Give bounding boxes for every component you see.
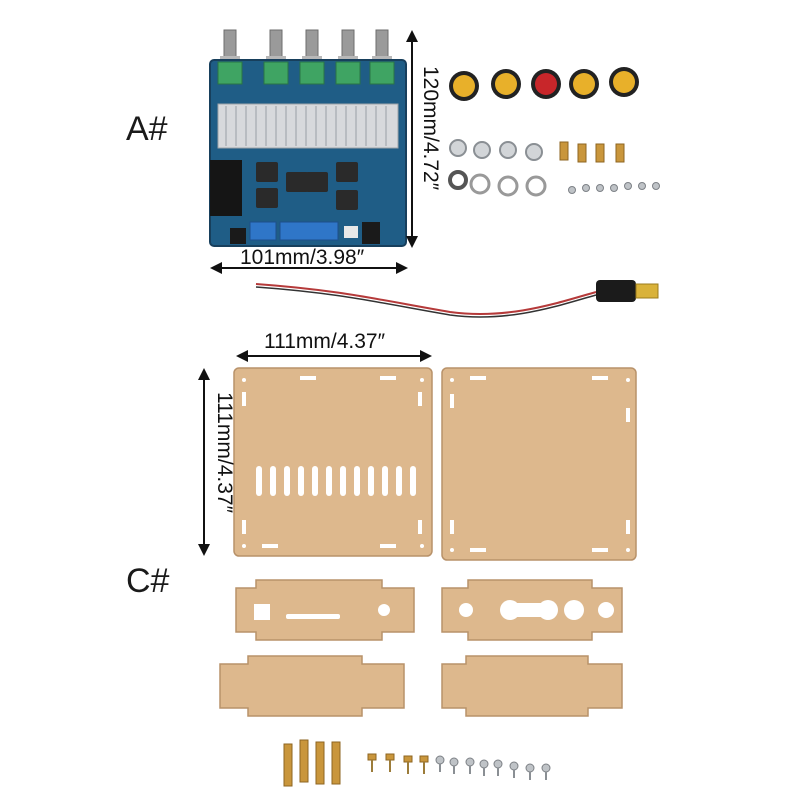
panel-height-label: 111mm/4.37″: [213, 392, 236, 514]
amplifier-board: [209, 29, 407, 247]
board-dimension-arrows: [214, 34, 413, 269]
knobs: [449, 67, 639, 101]
nuts-washers: [448, 139, 547, 197]
panel-width-label: 111mm/4.37″: [264, 330, 386, 353]
acrylic-side-strip-left: [219, 655, 405, 717]
acrylic-bottom-panel: [441, 367, 637, 561]
kit-label-c: C#: [126, 562, 170, 600]
screws-c: [367, 753, 551, 780]
brass-standoffs-c: [283, 739, 341, 787]
board-height-label: 120mm/4.72″: [419, 66, 442, 191]
acrylic-back-strip: [235, 579, 415, 641]
brass-standoffs-a: [559, 141, 625, 163]
kit-label-a: A#: [126, 110, 168, 148]
panel-dimension-arrows: [203, 355, 428, 552]
acrylic-top-panel: [233, 367, 433, 557]
board-width-label: 101mm/3.98″: [240, 246, 365, 269]
screws-a: [568, 182, 660, 194]
acrylic-front-strip: [441, 579, 623, 641]
dc-cable: [255, 280, 659, 318]
acrylic-side-strip-right: [441, 655, 623, 717]
